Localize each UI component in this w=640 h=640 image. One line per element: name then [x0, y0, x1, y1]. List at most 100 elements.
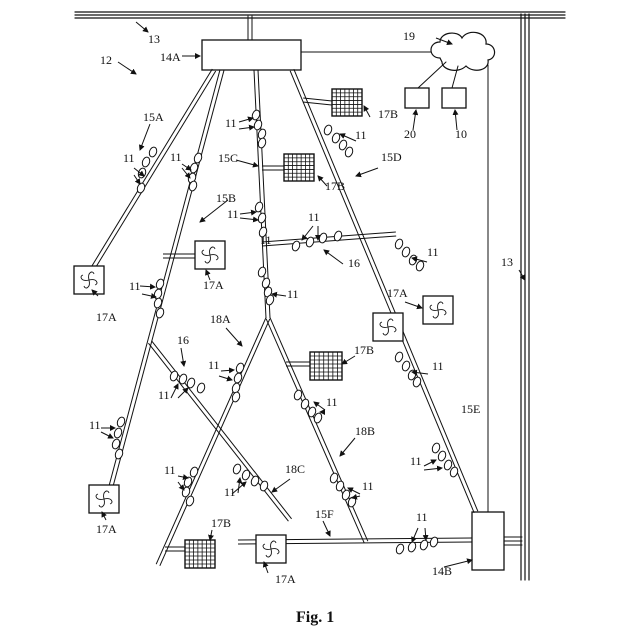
sensor-node — [291, 240, 301, 252]
stub-grid-mid — [262, 166, 284, 170]
leader-arrow — [424, 460, 436, 466]
sensor-node — [259, 480, 269, 492]
sensor-node — [323, 124, 333, 136]
sensor-node — [137, 167, 147, 179]
label-11: 11 — [129, 279, 141, 293]
label-11: 11 — [170, 150, 182, 164]
sensor-node — [437, 450, 447, 462]
label-15E: 15E — [461, 402, 480, 416]
leader-arrow — [405, 302, 422, 308]
leader-arrow — [226, 328, 242, 346]
label-11: 11 — [427, 245, 439, 259]
label-13-right: 13 — [501, 255, 513, 269]
label-11: 11 — [326, 395, 338, 409]
leader-arrow — [178, 482, 184, 490]
label-14B: 14B — [432, 564, 452, 578]
sensor-node — [257, 137, 267, 149]
label-11: 11 — [208, 358, 220, 372]
sensor-node — [419, 539, 429, 551]
fan-icon — [373, 313, 403, 341]
sensor-node — [235, 362, 245, 374]
sensor-node — [196, 382, 206, 394]
fan-icon — [195, 241, 225, 269]
label-15B: 15B — [216, 191, 236, 205]
label-17B-3: 17B — [354, 343, 374, 357]
label-17A-1: 17A — [96, 310, 117, 324]
label-18A: 18A — [210, 312, 231, 326]
label-16-top: 16 — [348, 256, 360, 270]
sensor-node — [335, 480, 345, 492]
label-15A: 15A — [143, 110, 164, 124]
label-14A: 14A — [160, 50, 181, 64]
label-20: 20 — [404, 127, 416, 141]
leader-arrow — [236, 160, 258, 166]
label-16-left: 16 — [177, 333, 189, 347]
controller-box-14B — [472, 512, 504, 570]
label-11: 11 — [416, 510, 428, 524]
leader-arrow — [221, 370, 234, 371]
leader-arrow — [178, 476, 188, 478]
sensor-node — [394, 238, 404, 250]
leader-arrow — [412, 528, 418, 542]
label-17A-3: 17A — [387, 286, 408, 300]
sensor-node — [395, 543, 405, 555]
grid-panel-icon — [332, 89, 362, 116]
fan-icon — [256, 535, 286, 563]
leader-arrow — [424, 468, 442, 470]
label-11: 11 — [224, 485, 236, 499]
sensor-node — [189, 162, 199, 174]
leader-arrow — [239, 118, 253, 122]
sensor-node — [241, 469, 251, 481]
leader-arrow — [340, 438, 355, 456]
cloud-icon — [431, 32, 495, 70]
leader-arrow — [272, 294, 286, 296]
leader-arrow — [219, 376, 232, 380]
sensor-node — [401, 246, 411, 258]
leader-arrow — [182, 168, 190, 178]
grid-panel-icon — [185, 540, 215, 568]
figure-caption: Fig. 1 — [296, 609, 334, 626]
sensor-node — [401, 360, 411, 372]
label-11: 11 — [225, 116, 237, 130]
label-15F: 15F — [315, 507, 334, 521]
fan-icon — [423, 296, 453, 324]
label-17A-2: 17A — [203, 278, 224, 292]
drop-to-14A — [248, 16, 252, 40]
label-18B: 18B — [355, 424, 375, 438]
label-11: 11 — [410, 454, 422, 468]
branch-16-top — [262, 232, 396, 246]
leader-arrow — [238, 478, 240, 493]
link-14B-bus — [504, 537, 522, 545]
grid-panel-icon — [310, 352, 342, 380]
leader-arrow — [240, 212, 256, 214]
sensor-node — [257, 266, 267, 278]
grid-panel-icon — [284, 154, 314, 181]
label-11: 11 — [308, 210, 320, 224]
controller-box-14A — [202, 40, 301, 70]
label-11: 11 — [362, 479, 374, 493]
top-bus-13 — [75, 12, 565, 18]
label-11: 11 — [89, 418, 101, 432]
label-11: 11 — [227, 207, 239, 221]
leader-arrow — [264, 562, 268, 573]
label-12: 12 — [100, 53, 112, 67]
sensor-node — [394, 351, 404, 363]
label-11: 11 — [355, 128, 367, 142]
label-17A-4: 17A — [96, 522, 117, 536]
leader-arrow — [210, 530, 212, 540]
leader-arrow — [239, 127, 254, 129]
fan-icon — [89, 485, 119, 513]
leader-arrow — [240, 218, 258, 220]
leader-arrow — [324, 250, 343, 264]
leader-arrow — [323, 521, 330, 536]
sensor-node — [153, 297, 163, 309]
leader-arrow — [181, 348, 184, 366]
device-20 — [405, 88, 429, 108]
label-11: 11 — [260, 233, 272, 247]
leader-arrow — [171, 384, 178, 398]
branch-15D — [290, 69, 478, 513]
label-17B-4: 17B — [211, 516, 231, 530]
sensor-node — [148, 146, 158, 158]
right-bus-13 — [521, 14, 529, 580]
